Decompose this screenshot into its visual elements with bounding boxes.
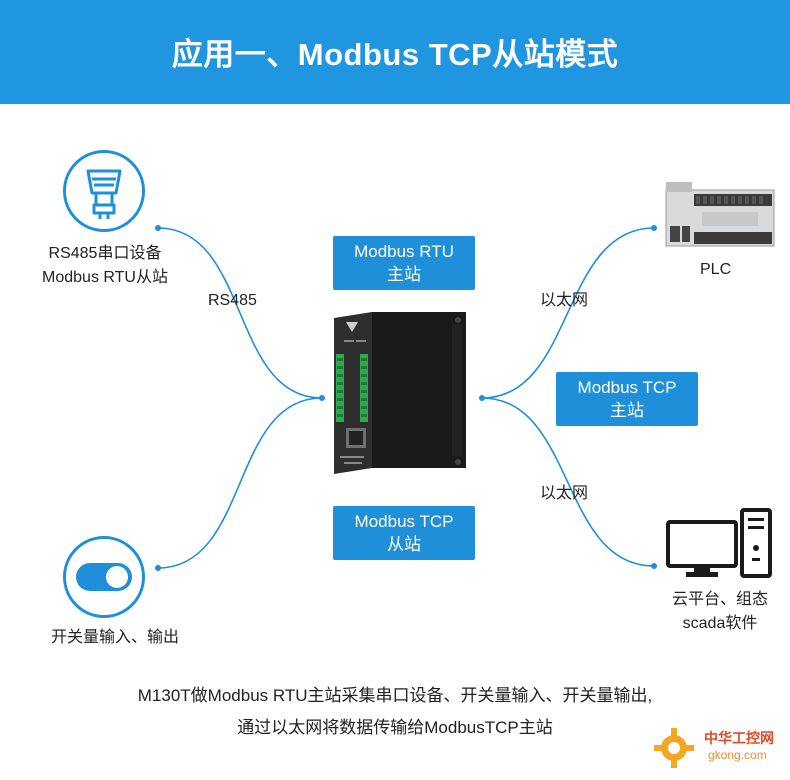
caption-line1: M130T做Modbus RTU主站采集串口设备、开关量输入、开关量输出, [137,686,653,705]
dot-rs485 [155,225,161,231]
scada-line1: 云平台、组态 [671,591,768,608]
serial-device-icon [63,150,145,232]
line-rs485 [157,227,323,399]
ethernet-label-top: 以太网 [540,292,589,309]
rtu-master-line1: Modbus RTU [354,242,454,261]
page-title: 应用一、Modbus TCP从站模式 [171,37,619,72]
modbus-tcp-master-box: Modbus TCP 主站 [556,372,698,426]
rtu-master-line2: 主站 [387,265,421,284]
dot-plc [651,225,657,231]
tcp-slave-line1: Modbus TCP [354,512,454,531]
watermark-line2: gkong.com [708,748,767,762]
line-pc [481,397,655,567]
plc-label: PLC [700,261,732,278]
tcp-master-line1: Modbus TCP [577,378,677,397]
gear-icon [654,728,694,768]
plc-device [665,182,775,247]
watermark: 中华工控网 gkong.com [650,722,786,774]
modbus-tcp-slave-box: Modbus TCP 从站 [333,506,475,560]
dot-left-hub [319,395,325,401]
serial-device-line1: RS485串口设备 [48,245,162,262]
toggle-switch-icon [63,536,145,618]
modbus-rtu-master-box: Modbus RTU 主站 [333,236,475,290]
computer-icon [666,508,772,578]
header-banner: 应用一、Modbus TCP从站模式 [0,0,790,104]
serial-device-label: RS485串口设备 Modbus RTU从站 [30,242,180,290]
line-io [157,397,323,569]
dot-right-hub [479,395,485,401]
line-plc [481,227,655,399]
watermark-line1: 中华工控网 [704,730,774,746]
caption-line2: 通过以太网将数据传输给ModbusTCP主站 [237,718,553,737]
serial-device-line2: Modbus RTU从站 [42,269,168,286]
dot-io [155,565,161,571]
tcp-slave-line2: 从站 [387,535,421,554]
io-label: 开关量输入、输出 [50,629,179,646]
dot-pc [651,563,657,569]
ethernet-label-bottom: 以太网 [540,485,589,502]
scada-line2: scada软件 [682,615,758,632]
tcp-master-line2: 主站 [610,401,644,420]
rs485-link-label: RS485 [208,292,257,309]
scada-label: 云平台、组态 scada软件 [660,588,780,636]
io-module-device [334,312,466,474]
